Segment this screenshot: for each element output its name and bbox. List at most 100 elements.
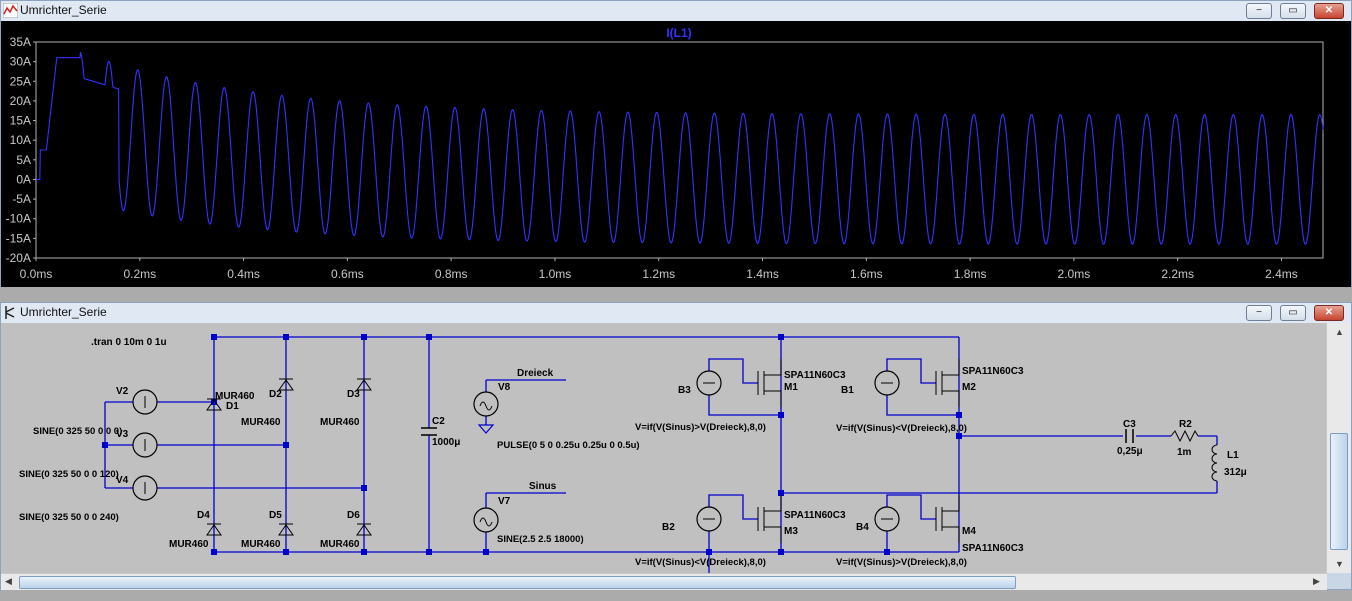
resistor-r2[interactable]: R2 1m [1170, 419, 1199, 458]
mosfet-m2[interactable]: SPA11N60C3 M2 [935, 359, 1024, 407]
source-v2[interactable]: V2 SINE(0 325 50 0 0 0) [33, 386, 158, 437]
svg-text:SPA11N60C3: SPA11N60C3 [962, 366, 1024, 377]
plot-window-title: Umrichter_Serie [20, 3, 107, 17]
svg-text:SPA11N60C3: SPA11N60C3 [784, 510, 846, 521]
x-tick-label: 0.0ms [20, 267, 53, 281]
minimize-icon: − [1256, 307, 1262, 318]
schematic-window: Umrichter_Serie − ▭ ✕ [0, 302, 1352, 590]
svg-text:R2: R2 [1179, 419, 1192, 430]
svg-text:MUR460: MUR460 [320, 417, 360, 428]
y-tick-label: 0A [16, 172, 31, 186]
mosfet-m1[interactable]: SPA11N60C3 M1 [757, 359, 846, 407]
restore-button[interactable]: ▭ [1280, 3, 1306, 19]
svg-text:D1: D1 [226, 401, 239, 412]
svg-text:SINE(2.5 2.5 18000): SINE(2.5 2.5 18000) [497, 534, 584, 545]
svg-text:M2: M2 [962, 382, 976, 393]
junction-dots [102, 334, 962, 555]
svg-text:MUR460: MUR460 [241, 539, 281, 550]
svg-text:D6: D6 [347, 510, 360, 521]
scroll-up-icon[interactable]: ▲ [1335, 327, 1344, 337]
source-b1[interactable]: B1 V=if(V(Sinus)<V(Dreieck),8,0) [836, 370, 967, 434]
x-tick-label: 1.2ms [642, 267, 675, 281]
schematic-window-titlebar[interactable]: Umrichter_Serie − ▭ ✕ [1, 303, 1351, 323]
svg-text:V3: V3 [116, 429, 129, 440]
trace-label[interactable]: I(L1) [666, 26, 691, 40]
diode-d2[interactable]: D2 MUR460 [241, 378, 294, 428]
schematic-canvas[interactable]: V2 SINE(0 325 50 0 0 0) V3 SINE(0 325 50… [1, 323, 1327, 587]
diode-d1[interactable]: D1 MUR460 [206, 391, 255, 412]
schematic-icon [5, 306, 15, 319]
horizontal-scroll-thumb[interactable] [19, 576, 1016, 589]
mosfet-m4[interactable]: M4 SPA11N60C3 [935, 495, 1024, 554]
source-b4[interactable]: B4 V=if(V(Sinus)>V(Dreieck),8,0) [836, 506, 967, 568]
x-tick-label: 0.2ms [123, 267, 156, 281]
diode-d3[interactable]: D3 MUR460 [320, 378, 372, 428]
spice-directive[interactable]: .tran 0 10m 0 1u [91, 337, 167, 348]
svg-text:V=if(V(Sinus)<V(Dreieck),8,0): V=if(V(Sinus)<V(Dreieck),8,0) [836, 423, 967, 434]
x-tick-label: 1.0ms [539, 267, 572, 281]
trace-i-l1 [36, 52, 1324, 245]
scroll-right-icon[interactable]: ▶ [1313, 576, 1320, 586]
net-label-dreieck: Dreieck [517, 368, 554, 379]
svg-text:D4: D4 [197, 510, 210, 521]
plot-area-frame [35, 41, 1324, 259]
scroll-down-icon[interactable]: ▼ [1335, 559, 1344, 569]
svg-text:MUR460: MUR460 [241, 417, 281, 428]
vertical-scroll-thumb[interactable] [1330, 433, 1348, 550]
minimize-button[interactable]: − [1246, 305, 1272, 321]
capacitor-c2[interactable]: C2 1000μ [421, 416, 460, 448]
svg-text:C3: C3 [1123, 419, 1136, 430]
svg-text:SINE(0 325 50 0 0 120): SINE(0 325 50 0 0 120) [19, 469, 119, 480]
mosfet-m3[interactable]: SPA11N60C3 M3 [757, 495, 846, 543]
inductor-l1[interactable]: L1 312μ [1211, 444, 1247, 482]
svg-text:B4: B4 [856, 522, 869, 533]
schematic-drawing[interactable]: V2 SINE(0 325 50 0 0 0) V3 SINE(0 325 50… [1, 323, 1327, 587]
svg-text:SINE(0 325 50 0 0 0): SINE(0 325 50 0 0 0) [33, 426, 122, 437]
restore-button[interactable]: ▭ [1280, 305, 1306, 321]
x-tick-label: 2.2ms [1161, 267, 1194, 281]
svg-text:C2: C2 [432, 416, 445, 427]
svg-text:B3: B3 [678, 385, 691, 396]
y-tick-label: 15A [10, 114, 31, 128]
close-button[interactable]: ✕ [1314, 305, 1344, 321]
svg-text:V=if(V(Sinus)>V(Dreieck),8,0): V=if(V(Sinus)>V(Dreieck),8,0) [836, 557, 967, 568]
diode-d4[interactable]: D4 MUR460 [169, 510, 222, 550]
plot-window-titlebar[interactable]: Umrichter_Serie − ▭ ✕ [1, 1, 1351, 21]
diode-d6[interactable]: D6 MUR460 [320, 510, 372, 550]
svg-text:0,25μ: 0,25μ [1117, 446, 1143, 457]
horizontal-scrollbar[interactable]: ◀ ▶ [1, 573, 1327, 590]
svg-text:SINE(0 325 50 0 0 240): SINE(0 325 50 0 0 240) [19, 512, 119, 523]
source-v8[interactable]: V8 PULSE(0 5 0 0.25u 0.25u 0 0.5u) [473, 382, 640, 451]
net-label-sinus: Sinus [529, 481, 557, 492]
restore-icon: ▭ [1288, 307, 1298, 318]
y-tick-label: -10A [6, 212, 31, 226]
y-tick-label: 35A [10, 35, 31, 49]
waveform-icon [3, 3, 18, 18]
close-button[interactable]: ✕ [1314, 3, 1344, 19]
close-icon: ✕ [1324, 307, 1334, 318]
source-b3[interactable]: B3 V=if(V(Sinus)>V(Dreieck),8,0) [635, 370, 766, 433]
minimize-icon: − [1256, 5, 1262, 16]
x-tick-label: 0.6ms [331, 267, 364, 281]
source-v7[interactable]: V7 SINE(2.5 2.5 18000) [473, 496, 584, 545]
scroll-left-icon[interactable]: ◀ [5, 576, 12, 586]
svg-text:B1: B1 [841, 385, 854, 396]
schematic-window-title: Umrichter_Serie [20, 305, 107, 319]
svg-text:1m: 1m [1177, 447, 1192, 458]
svg-text:L1: L1 [1227, 450, 1239, 461]
svg-text:B2: B2 [662, 522, 675, 533]
svg-text:MUR460: MUR460 [169, 539, 209, 550]
source-v4[interactable]: V4 SINE(0 325 50 0 0 240) [19, 475, 158, 523]
capacitor-c3[interactable]: C3 0,25μ [1117, 419, 1143, 457]
source-v3[interactable]: V3 SINE(0 325 50 0 0 120) [19, 429, 158, 480]
vertical-scrollbar[interactable]: ▲ ▼ [1326, 323, 1351, 573]
minimize-button[interactable]: − [1246, 3, 1272, 19]
close-icon: ✕ [1324, 5, 1334, 16]
diode-d5[interactable]: D5 MUR460 [241, 510, 294, 550]
waveform-chart[interactable]: I(L1) 35A30A25A20A15A10A5A0A-5A-10A-15A-… [1, 21, 1351, 287]
source-b2[interactable]: B2 V=if(V(Sinus)<V(Dreieck),8,0) [635, 506, 766, 568]
svg-text:D2: D2 [269, 389, 282, 400]
